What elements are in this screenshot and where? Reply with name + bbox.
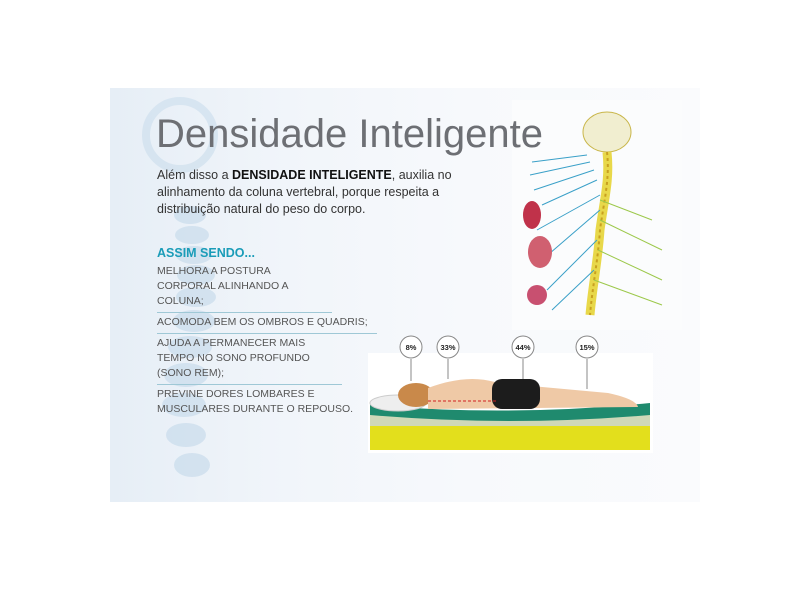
benefits-heading: ASSIM SENDO... xyxy=(157,246,255,260)
benefit-item: PREVINE DORES LOMBARES E MUSCULARES DURA… xyxy=(157,388,354,415)
weight-label-torso: 33% xyxy=(440,343,455,352)
intro-paragraph: Além disso a DENSIDADE INTELIGENTE, auxi… xyxy=(157,167,502,218)
page-title: Densidade Inteligente xyxy=(156,112,543,156)
benefit-item: AJUDA A PERMANECER MAIS TEMPO NO SONO PR… xyxy=(157,334,342,385)
intro-text: Além disso a xyxy=(157,168,233,182)
intro-text-end: , auxilia no alinhamento da coluna verte… xyxy=(157,168,452,216)
weight-label-head: 8% xyxy=(406,343,417,352)
weight-label-legs: 15% xyxy=(579,343,594,352)
background-spine-image xyxy=(142,97,218,477)
nervous-system-illustration xyxy=(512,100,682,330)
intro-emphasis: DENSIDADE INTELIGENTE xyxy=(232,168,392,182)
mattress-body-illustration: 8% 33% 44% 15% xyxy=(368,335,653,453)
benefit-item: MELHORA A POSTURA CORPORAL ALINHANDO A C… xyxy=(157,262,332,313)
benefits-list: MELHORA A POSTURA CORPORAL ALINHANDO A C… xyxy=(157,262,377,420)
weight-label-hips: 44% xyxy=(515,343,530,352)
benefit-item: ACOMODA BEM OS OMBROS E QUADRIS; xyxy=(157,313,377,334)
